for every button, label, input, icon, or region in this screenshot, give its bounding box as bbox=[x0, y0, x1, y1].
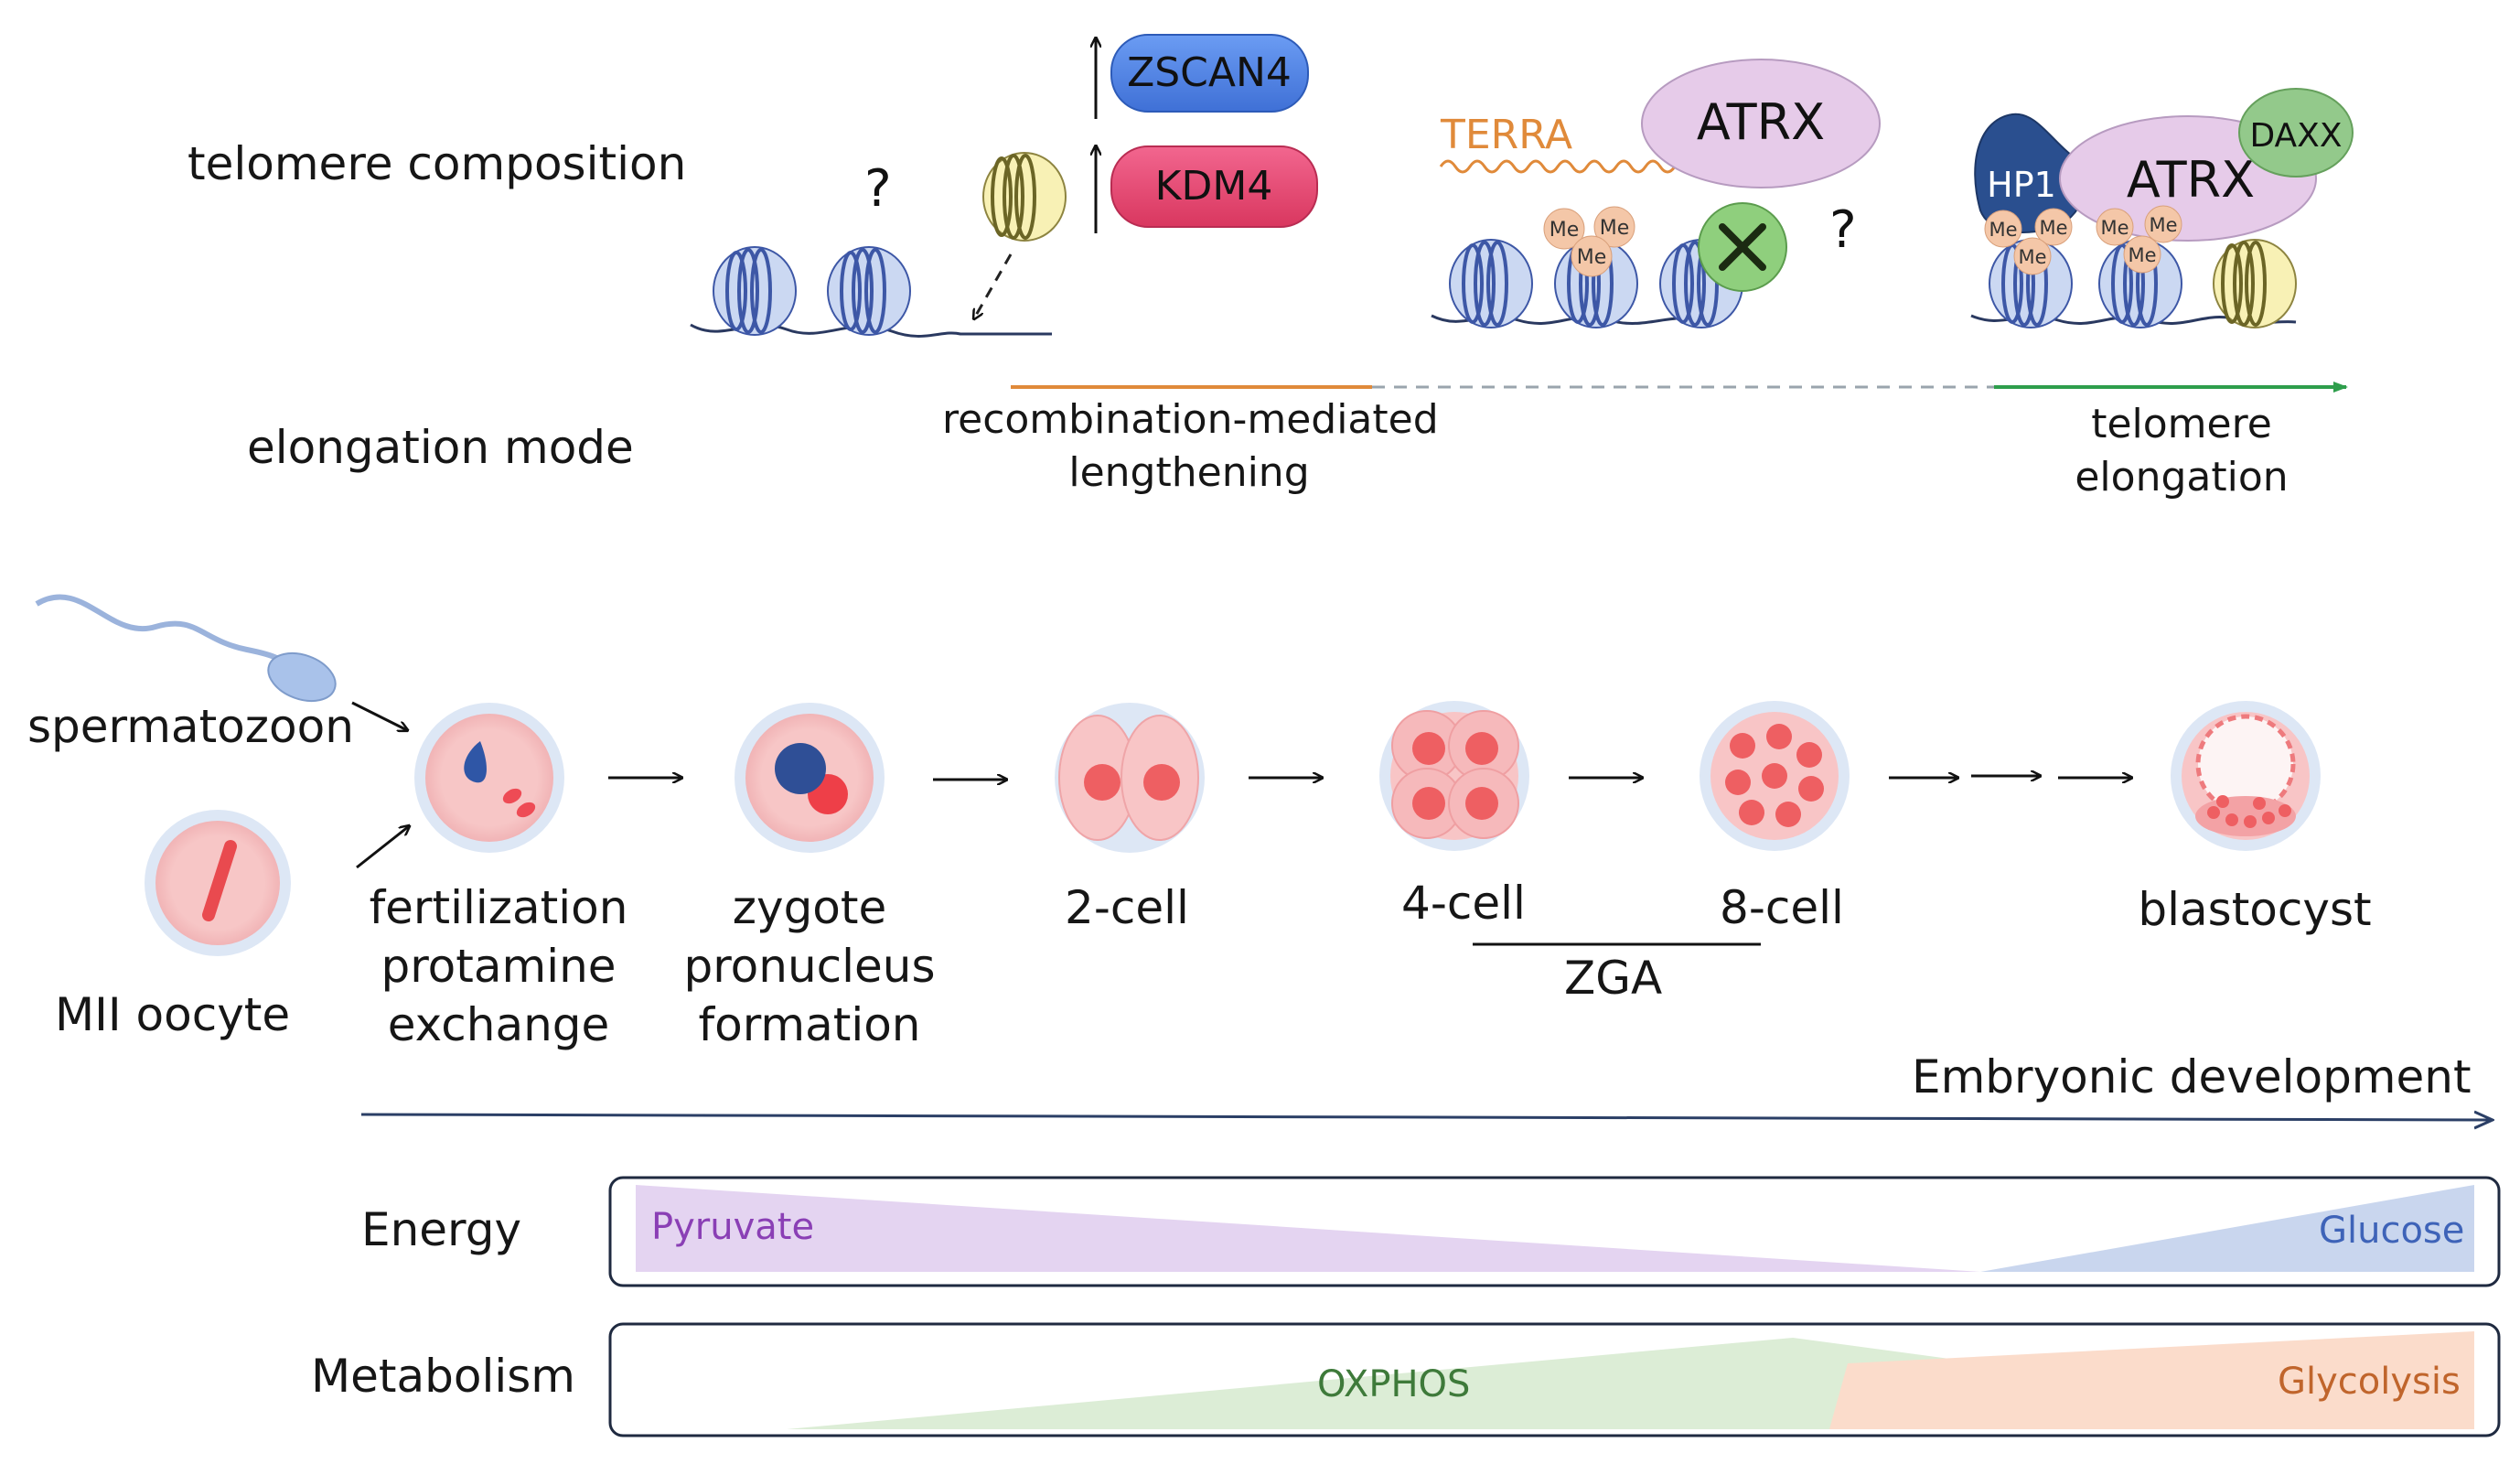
nucleosome-group-middle: Me Me Me TERRA ATRX ? bbox=[1431, 59, 1881, 328]
nucleosome-1 bbox=[713, 246, 797, 336]
stage-label-line: 2-cell bbox=[1065, 881, 1189, 934]
stage-label-line: exchange bbox=[387, 998, 610, 1051]
methyl-mark-text: Me bbox=[2149, 214, 2177, 236]
glycolysis-wedge bbox=[1829, 1331, 2474, 1429]
zscan4-protein: ZSCAN4 bbox=[1110, 34, 1309, 113]
mii-oocyte-icon bbox=[145, 810, 291, 956]
recombination-mediated-label: recombination-mediated lengthening bbox=[942, 393, 1439, 500]
telomere-composition-label: telomere composition bbox=[188, 137, 687, 190]
methyl-mark-text: Me bbox=[1600, 217, 1630, 240]
daxx-protein: DAXX bbox=[2238, 88, 2354, 178]
pyruvate-wedge bbox=[636, 1185, 1980, 1272]
nucleosome-6 bbox=[1989, 239, 2073, 328]
methyl-mark-text: Me bbox=[2100, 217, 2129, 239]
embryo-2-cell bbox=[1055, 703, 1205, 853]
methyl-mark-text: Me bbox=[2128, 244, 2156, 266]
spermatozoon-icon bbox=[35, 594, 337, 703]
methyl-mark-text: Me bbox=[2039, 217, 2067, 239]
dashed-arrow-exchange bbox=[974, 253, 1013, 318]
yellow-nucleosome-2 bbox=[2213, 239, 2297, 328]
embryonic-development-label: Embryonic development bbox=[1912, 1050, 2472, 1103]
kdm4-text: KDM4 bbox=[1155, 163, 1273, 210]
embryo-8-cell bbox=[1700, 701, 1850, 851]
embryonic-development-arrow bbox=[360, 1114, 2493, 1120]
methyl-mark-text: Me bbox=[2018, 246, 2046, 268]
nucleosome-group-right: HP1 ATRX DAXX Me Me Me Me Me Me bbox=[1970, 88, 2354, 328]
stage-label-8-cell: 8-cell bbox=[1599, 878, 1965, 937]
telomere-elongation-line-2: elongation bbox=[2075, 454, 2289, 501]
embryo-fertilization bbox=[414, 703, 564, 853]
stage-label-line: formation bbox=[698, 998, 921, 1051]
q1-text: ? bbox=[864, 159, 892, 219]
stage-label-line: zygote bbox=[732, 881, 887, 934]
energy-label: Energy bbox=[361, 1203, 522, 1256]
arrow-oocyte-to-fertilization bbox=[356, 826, 409, 869]
q2-text: ? bbox=[1829, 200, 1857, 260]
recombination-line-1: recombination-mediated bbox=[942, 396, 1439, 443]
stage-label-line: 8-cell bbox=[1720, 881, 1844, 934]
methyl-mark-text: Me bbox=[1550, 219, 1580, 242]
metabolism-label: Metabolism bbox=[311, 1350, 576, 1403]
terra-rna-squiggle bbox=[1439, 159, 1695, 174]
atrx2-text: ATRX bbox=[2127, 151, 2255, 209]
yellow-nucleosome-1 bbox=[982, 152, 1067, 242]
mii-oocyte-label: MII oocyte bbox=[55, 988, 291, 1041]
embryo-zygote bbox=[735, 703, 885, 853]
stage-label-2-cell: 2-cell bbox=[944, 878, 1310, 937]
methyl-mark-text: Me bbox=[1989, 219, 2017, 241]
glucose-label: Glucose bbox=[2319, 1210, 2465, 1252]
atrx-protein-1: ATRX bbox=[1641, 59, 1881, 188]
zga-label: ZGA bbox=[1564, 952, 1663, 1005]
atrx1-text: ATRX bbox=[1697, 93, 1825, 151]
hp1-text: HP1 bbox=[1987, 165, 2056, 205]
terra-text: TERRA bbox=[1440, 112, 1572, 158]
telomere-elongation-line-1: telomere bbox=[2091, 401, 2272, 447]
hp1-protein: HP1 bbox=[1974, 113, 2086, 233]
kdm4-protein: KDM4 bbox=[1110, 145, 1318, 228]
elongation-mode-label: elongation mode bbox=[247, 421, 634, 474]
embryo-4-cell bbox=[1379, 701, 1529, 851]
spermatozoon-label: spermatozoon bbox=[27, 700, 354, 753]
arrow-sperm-to-fertilization bbox=[351, 701, 407, 730]
stage-label-blastocyst: blastocyst bbox=[2072, 880, 2438, 939]
zscan4-text: ZSCAN4 bbox=[1127, 49, 1292, 96]
pyruvate-label: Pyruvate bbox=[651, 1206, 815, 1248]
stage-label-line: protamine bbox=[381, 940, 617, 993]
stage-label-line: blastocyst bbox=[2138, 883, 2372, 936]
oxphos-label: OXPHOS bbox=[1317, 1363, 1471, 1405]
glucose-wedge bbox=[1980, 1185, 2474, 1272]
stage-label-line: fertilization bbox=[369, 881, 628, 934]
glycolysis-label: Glycolysis bbox=[2278, 1361, 2461, 1403]
energy-box bbox=[608, 1176, 2501, 1287]
stage-label-line: 4-cell bbox=[1401, 877, 1526, 930]
nucleosome-2 bbox=[827, 246, 911, 336]
embryo-blastocyst bbox=[2171, 701, 2321, 851]
methyl-marks-right: Me Me Me Me Me Me bbox=[1984, 205, 2182, 275]
nucleosome-3 bbox=[1449, 239, 1533, 328]
nucleosome-group-left bbox=[690, 152, 1067, 338]
methyl-mark-text: Me bbox=[1577, 246, 1607, 269]
stage-label-4-cell: 4-cell bbox=[1281, 874, 1646, 932]
blocked-x-icon bbox=[1698, 202, 1787, 292]
metabolism-box bbox=[608, 1322, 2501, 1437]
telomere-elongation-label: telomere elongation bbox=[2044, 398, 2319, 504]
stage-label-line: pronucleus bbox=[683, 940, 936, 993]
daxx-text: DAXX bbox=[2249, 117, 2342, 155]
methyl-marks-middle: Me Me Me bbox=[1543, 206, 1635, 277]
recombination-line-2: lengthening bbox=[1068, 449, 1310, 496]
